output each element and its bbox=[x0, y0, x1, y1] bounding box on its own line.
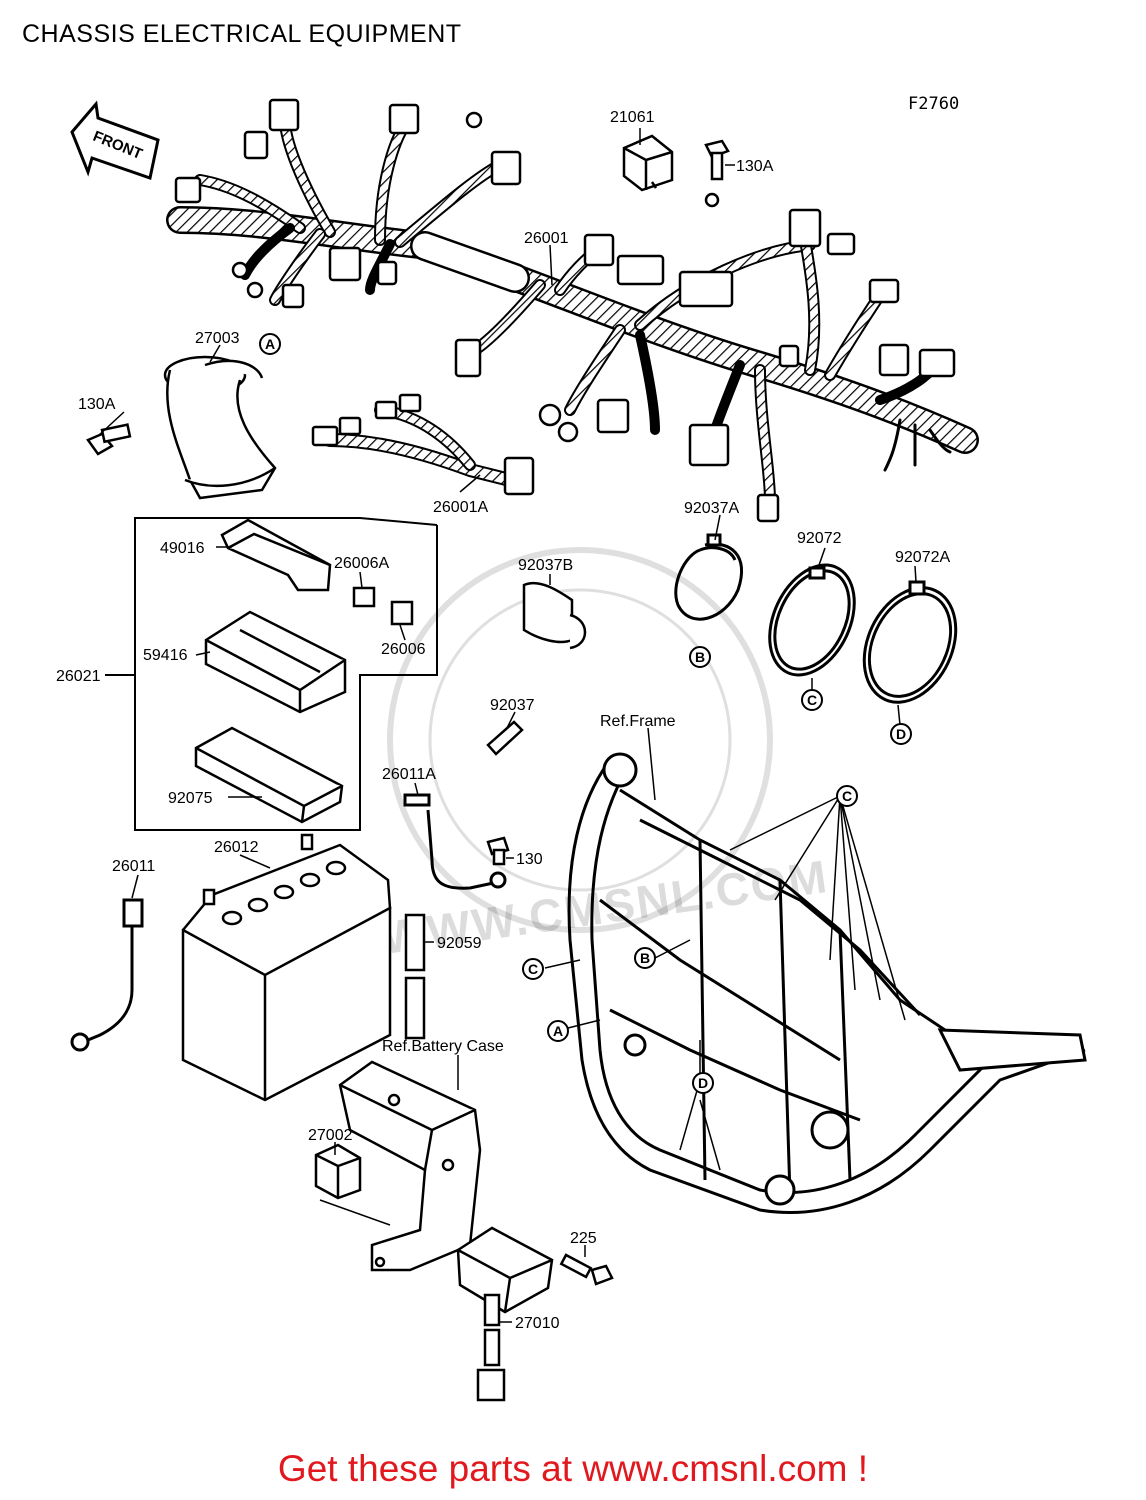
bolt-130 bbox=[486, 836, 510, 866]
battery-26012 bbox=[181, 833, 392, 1102]
bolt-130a-top bbox=[704, 139, 730, 181]
band-92072 bbox=[768, 563, 856, 677]
label-27002: 27002 bbox=[308, 1127, 353, 1144]
svg-text:C: C bbox=[842, 788, 852, 804]
callout-b-band: B bbox=[689, 646, 711, 668]
svg-text:C: C bbox=[528, 961, 538, 977]
callout-c-frame-top: C bbox=[836, 785, 858, 807]
bolt-225 bbox=[559, 1253, 614, 1286]
label-92072: 92072 bbox=[797, 530, 842, 547]
cable-26011 bbox=[70, 898, 144, 1052]
callout-d-band: D bbox=[890, 723, 912, 745]
label-ref-battery-case: Ref.Battery Case bbox=[382, 1038, 504, 1055]
label-59416: 59416 bbox=[143, 647, 188, 664]
fuse-26006 bbox=[390, 600, 414, 626]
clamp-92037b bbox=[522, 582, 587, 650]
label-27010: 27010 bbox=[515, 1315, 560, 1332]
frame bbox=[567, 752, 1087, 1214]
label-225: 225 bbox=[570, 1230, 597, 1247]
unit-27010 bbox=[456, 1226, 554, 1402]
label-92075: 92075 bbox=[168, 790, 213, 807]
label-27003: 27003 bbox=[195, 330, 240, 347]
band-92037a bbox=[674, 533, 744, 621]
callout-a-top: A bbox=[259, 333, 281, 355]
label-130a-left: 130A bbox=[78, 396, 116, 413]
cover-49016 bbox=[220, 518, 332, 592]
svg-text:A: A bbox=[553, 1023, 563, 1039]
label-21061: 21061 bbox=[610, 109, 655, 126]
part-labels: 21061 130A 26001 27003 130A 26001A 92037… bbox=[56, 109, 950, 1332]
label-26012: 26012 bbox=[214, 839, 259, 856]
label-26011: 26011 bbox=[112, 858, 155, 875]
label-26006: 26006 bbox=[381, 641, 426, 658]
footer-link[interactable]: Get these parts at www.cmsnl.com ! bbox=[277, 1448, 869, 1489]
label-130a-top: 130A bbox=[736, 158, 774, 175]
drawing-code: F2760 bbox=[908, 94, 960, 114]
horn-27003 bbox=[163, 355, 277, 500]
bolt-130a-left bbox=[86, 423, 132, 456]
callout-a-frame: A bbox=[547, 1020, 569, 1042]
label-26011a: 26011A bbox=[382, 766, 436, 783]
callout-b-frame: B bbox=[634, 947, 656, 969]
fuse-26006a bbox=[352, 586, 376, 608]
label-26021: 26021 bbox=[56, 668, 101, 685]
label-26001: 26001 bbox=[524, 230, 569, 247]
battery-group-26021-bracket bbox=[105, 517, 438, 831]
callout-d-frame: D bbox=[692, 1072, 714, 1094]
callout-c-frame-left: C bbox=[522, 958, 544, 980]
harness-connectors bbox=[174, 98, 956, 523]
tie-92037 bbox=[486, 720, 524, 756]
band-92072a bbox=[862, 580, 958, 704]
label-92037: 92037 bbox=[490, 697, 535, 714]
sub-harness-26001a bbox=[311, 393, 535, 496]
callout-markers: A B C D C B C A bbox=[259, 333, 912, 1094]
svg-text:D: D bbox=[698, 1075, 708, 1091]
pad-92075 bbox=[194, 726, 344, 824]
tube-92059 bbox=[404, 913, 426, 1040]
relay-21061 bbox=[622, 134, 674, 192]
wiring-harness bbox=[166, 114, 979, 506]
cable-26011a bbox=[403, 793, 507, 890]
label-92037b: 92037B bbox=[518, 557, 573, 574]
label-92072a: 92072A bbox=[895, 549, 950, 566]
label-130: 130 bbox=[516, 851, 543, 868]
watermark-logo bbox=[387, 547, 773, 933]
svg-text:B: B bbox=[640, 950, 650, 966]
front-arrow: FRONT bbox=[70, 100, 160, 180]
leader-lines bbox=[97, 128, 917, 1323]
relay-27002 bbox=[314, 1143, 362, 1200]
label-26006a: 26006A bbox=[334, 555, 389, 572]
battery-case bbox=[338, 1060, 482, 1272]
label-26001a: 26001A bbox=[433, 499, 488, 516]
page-title: CHASSIS ELECTRICAL EQUIPMENT bbox=[22, 20, 462, 48]
svg-text:C: C bbox=[807, 692, 817, 708]
fuse-box-59416 bbox=[204, 610, 347, 714]
svg-text:A: A bbox=[265, 336, 275, 352]
svg-text:D: D bbox=[896, 726, 906, 742]
label-92059: 92059 bbox=[437, 935, 482, 952]
label-ref-frame: Ref.Frame bbox=[600, 713, 676, 730]
callout-c-band: C bbox=[801, 689, 823, 711]
svg-text:B: B bbox=[695, 649, 705, 665]
label-92037a: 92037A bbox=[684, 500, 739, 517]
label-49016: 49016 bbox=[160, 540, 205, 557]
